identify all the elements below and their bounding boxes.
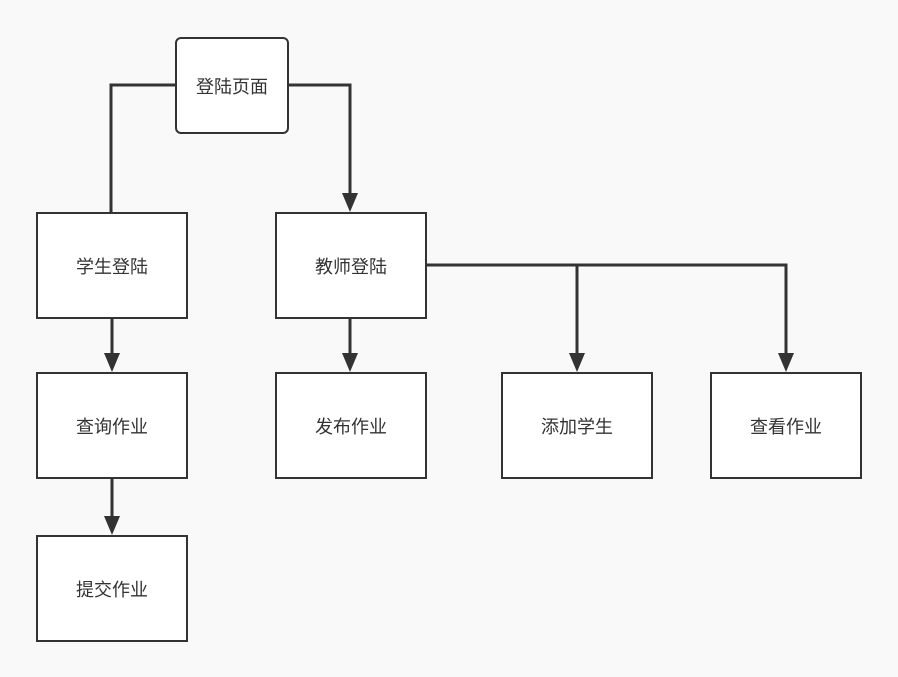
- node-view-homework: 查看作业: [710, 372, 862, 479]
- node-label: 添加学生: [541, 416, 613, 438]
- arrowhead-submit: [104, 516, 120, 535]
- arrowhead-view: [778, 353, 794, 372]
- node-label: 发布作业: [315, 416, 387, 438]
- node-student-login: 学生登陆: [36, 212, 188, 319]
- node-add-student: 添加学生: [501, 372, 653, 479]
- arrowhead-teacher-login: [342, 193, 358, 212]
- node-label: 查看作业: [750, 416, 822, 438]
- node-submit-homework: 提交作业: [36, 535, 188, 642]
- node-publish-homework: 发布作业: [275, 372, 427, 479]
- node-label: 教师登陆: [315, 256, 387, 278]
- connector-teacher-to-view: [426, 263, 788, 356]
- node-label: 提交作业: [76, 579, 148, 601]
- arrowhead-query: [104, 353, 120, 372]
- arrowhead-publish: [342, 353, 358, 372]
- node-label: 查询作业: [76, 416, 148, 438]
- connector-root-to-student: [109, 83, 176, 212]
- arrowhead-add-student: [569, 353, 585, 372]
- node-login-page: 登陆页面: [175, 37, 289, 134]
- node-teacher-login: 教师登陆: [275, 212, 427, 319]
- connector-root-to-teacher: [288, 83, 352, 196]
- node-query-homework: 查询作业: [36, 372, 188, 479]
- node-label: 登陆页面: [196, 76, 268, 98]
- node-label: 学生登陆: [76, 256, 148, 278]
